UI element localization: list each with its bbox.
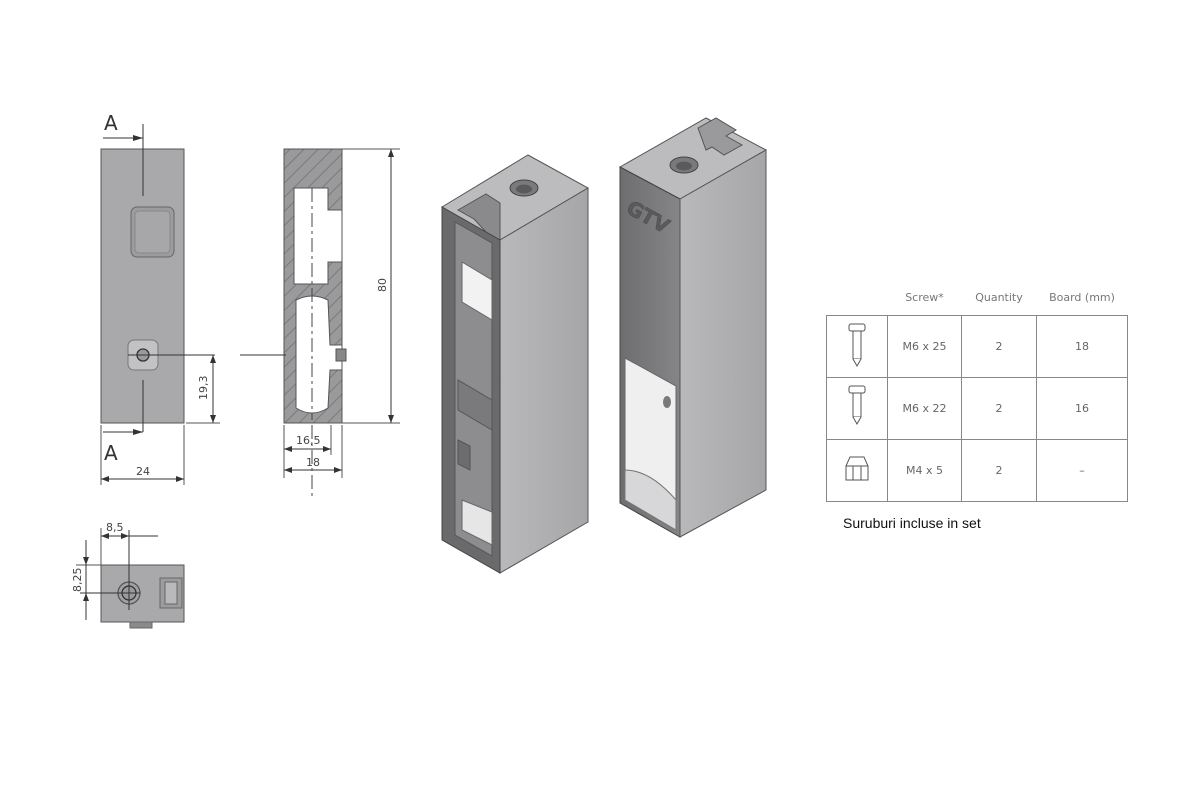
dim-inner: 16,5 — [296, 434, 321, 447]
nut-screw-icon — [845, 456, 869, 481]
dim-height: 80 — [376, 278, 389, 292]
section-label-bottom: A — [104, 441, 118, 465]
screw-icon-cell — [826, 377, 888, 440]
cell-screw: M4 x 5 — [887, 439, 962, 502]
dim-top-x: 8,5 — [106, 521, 124, 534]
header-screw: Screw* — [905, 290, 944, 304]
table-row: M6 x 22 2 16 — [826, 377, 1128, 440]
table-row: M6 x 25 2 18 — [826, 315, 1128, 378]
long-screw-icon — [848, 323, 866, 368]
iso-view-open — [441, 154, 590, 574]
dim-width: 24 — [136, 465, 150, 478]
cell-screw: M6 x 25 — [887, 315, 962, 378]
screw-icon-cell — [826, 439, 888, 502]
screw-icon-cell — [826, 315, 888, 378]
cell-quantity: 2 — [961, 377, 1037, 440]
cell-screw: M6 x 22 — [887, 377, 962, 440]
header-board: Board (mm) — [1049, 290, 1115, 304]
header-quantity: Quantity — [975, 290, 1023, 304]
cell-board: 16 — [1036, 377, 1128, 440]
long-screw-icon — [848, 385, 866, 426]
cell-quantity: 2 — [961, 439, 1037, 502]
screw-table: Screw* Quantity Board (mm) M6 x 25 2 18 — [826, 279, 1128, 502]
screw-note: Suruburi incluse in set — [843, 515, 981, 531]
section-view: 80 16,5 18 — [240, 148, 400, 498]
top-view: 8,5 8,25 — [71, 521, 185, 629]
dim-top-y: 8,25 — [71, 568, 84, 593]
table-row: M4 x 5 2 – — [826, 439, 1128, 502]
dim-hole-height: 19,3 — [197, 376, 210, 401]
cell-quantity: 2 — [961, 315, 1037, 378]
header-icon — [827, 279, 888, 316]
dim-board: 18 — [306, 456, 320, 469]
table-header-row: Screw* Quantity Board (mm) — [827, 279, 1128, 316]
section-label-top: A — [104, 111, 118, 135]
cell-board: 18 — [1036, 315, 1128, 378]
front-view: A A 24 19,3 — [100, 111, 220, 485]
cell-board: – — [1036, 439, 1128, 502]
iso-view-logo: GTV — [618, 117, 768, 538]
